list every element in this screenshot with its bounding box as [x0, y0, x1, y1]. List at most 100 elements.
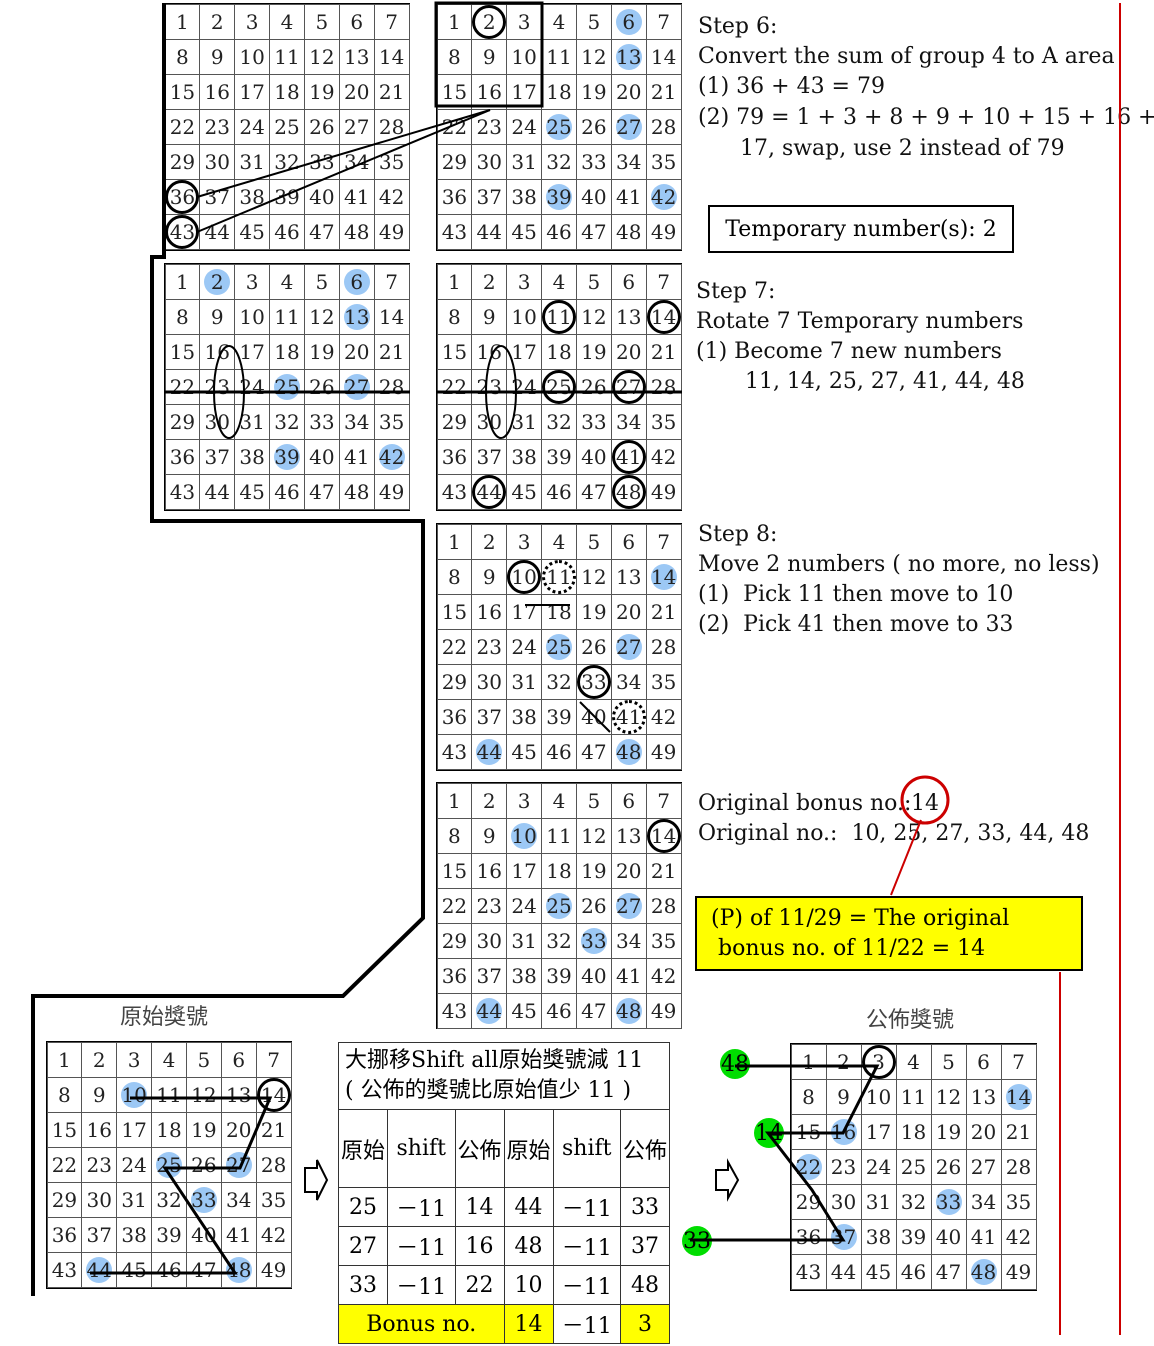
grid-cell: 38: [506, 957, 543, 994]
grid-cell: 1: [436, 3, 473, 40]
grid-cell: 41: [610, 179, 647, 216]
grid-cell: 5: [575, 782, 612, 819]
grid-cell: 25: [269, 108, 305, 146]
grid-cell: 15: [436, 593, 473, 630]
grid-cell: 8: [46, 1076, 83, 1113]
grid-cell: 23: [471, 628, 508, 666]
grid-cell: 4: [151, 1041, 187, 1078]
grid-cell: 7: [645, 782, 682, 819]
grid-cell: 37: [471, 957, 508, 994]
grid-cell: 28: [645, 628, 682, 666]
grid-cell: 46: [151, 1252, 187, 1289]
grid-cell: 14: [1000, 1078, 1037, 1115]
grid-cell: 30: [199, 144, 236, 181]
grid-cell: 42: [255, 1217, 292, 1254]
col-header: shift: [387, 1109, 456, 1188]
grid-cell: 12: [575, 38, 612, 75]
grid-cell: 34: [610, 404, 647, 441]
grid-cell: 46: [541, 474, 577, 511]
grid-cell: 3: [860, 1043, 897, 1080]
grid-cell: 42: [645, 179, 682, 216]
grid-cell: 30: [471, 664, 508, 701]
grid-cell: 11: [895, 1078, 932, 1115]
grid-cell: 19: [303, 73, 340, 110]
grid-cell: 19: [930, 1113, 967, 1150]
grid-cell: 40: [930, 1219, 967, 1256]
grid-cell: 43: [436, 992, 473, 1029]
grid-cell: 31: [234, 144, 271, 181]
grid-cell: 49: [645, 734, 682, 771]
col-header: 原始: [503, 1109, 554, 1188]
grid-cell: 37: [199, 439, 236, 476]
grid-cell: 28: [645, 887, 682, 924]
grid-cell: 17: [116, 1111, 153, 1148]
grid-cell: 17: [506, 73, 543, 110]
grid-cell: 45: [116, 1252, 153, 1289]
grid-cell: 45: [506, 992, 543, 1029]
grid-cell: 47: [185, 1252, 222, 1289]
grid-cell: 14: [255, 1076, 292, 1113]
grid-cell: 34: [965, 1184, 1002, 1221]
grid-cell: 49: [373, 474, 410, 511]
grid-cell: 39: [541, 179, 577, 216]
original-bonus-value: 14: [911, 791, 939, 816]
grid-cell: 25: [541, 368, 577, 406]
grid-cell: 40: [575, 179, 612, 216]
step6-line: (2) 79 = 1 + 3 + 8 + 9 + 10 + 15 + 16 +: [698, 105, 1154, 130]
grid-cell: 9: [825, 1078, 862, 1115]
grid-cell: 12: [575, 817, 612, 854]
grid-cell: 48: [220, 1252, 257, 1289]
table-cell: 44: [503, 1187, 554, 1227]
grid-cell: 39: [269, 179, 305, 216]
grid-cell: 31: [506, 664, 543, 701]
grid-cell: 22: [436, 887, 473, 924]
grid-cell: 42: [1000, 1219, 1037, 1256]
grid-cell: 23: [199, 108, 236, 146]
grid-cell: 23: [471, 887, 508, 924]
grid-cell: 29: [436, 922, 473, 959]
grid-cell: 19: [575, 593, 612, 630]
grid-cell: 41: [610, 439, 647, 476]
table-cell: －11: [387, 1226, 456, 1266]
grid-cell: 21: [373, 73, 410, 110]
grid-cell: 46: [269, 474, 305, 511]
col-header: 公佈: [454, 1109, 505, 1188]
grid-cell: 1: [46, 1041, 83, 1078]
grid-cell: 6: [610, 263, 647, 300]
step8-line: (2) Pick 41 then move to 33: [698, 612, 1014, 637]
grid-cell: 11: [541, 558, 577, 595]
grid-cell: 39: [541, 699, 577, 736]
grid-cell: 25: [541, 887, 577, 924]
note-line: bonus no. of 11/22 = 14: [711, 936, 986, 961]
step8-title: Step 8:: [698, 522, 778, 547]
grid-cell: 2: [471, 523, 508, 560]
table-cell: 37: [620, 1226, 670, 1266]
grid-cell: 28: [1000, 1148, 1037, 1186]
grid-cell: 49: [645, 992, 682, 1029]
grid-cell: 21: [255, 1111, 292, 1148]
grid-cell: 4: [541, 3, 577, 40]
grid-cell: 24: [116, 1146, 153, 1184]
grid-cell: 13: [610, 298, 647, 335]
grid-cell: 34: [338, 404, 375, 441]
grid-cell: 24: [506, 108, 543, 146]
grid-cell: 37: [825, 1219, 862, 1256]
grid-cell: 47: [575, 734, 612, 771]
table-header: 大挪移Shift all原始獎號減 11: [345, 1048, 644, 1073]
grid-cell: 5: [575, 3, 612, 40]
grid-cell: 5: [185, 1041, 222, 1078]
grid-cell: 30: [81, 1182, 118, 1219]
grid-cell: 42: [645, 439, 682, 476]
grid-cell: 38: [116, 1217, 153, 1254]
col-header: shift: [552, 1109, 621, 1188]
grid-cell: 17: [506, 593, 543, 630]
grid-cell: 10: [506, 558, 543, 595]
grid-cell: 40: [575, 957, 612, 994]
grid-cell: 6: [338, 3, 375, 40]
table-cell: －11: [552, 1226, 621, 1266]
